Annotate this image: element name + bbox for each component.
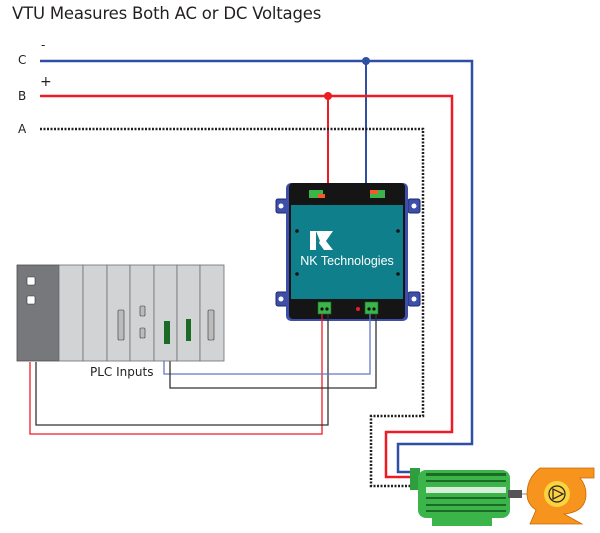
polarity-plus: + bbox=[40, 74, 52, 90]
polarity-minus: - bbox=[41, 38, 46, 52]
motor-icon bbox=[410, 468, 545, 526]
line-label-a: A bbox=[18, 122, 27, 136]
plc-inputs-label: PLC Inputs bbox=[90, 365, 154, 379]
device-brand-text: NK Technologies bbox=[300, 254, 394, 268]
nk-logo-icon bbox=[310, 231, 333, 250]
status-led bbox=[356, 307, 360, 311]
bus-line-a bbox=[40, 127, 425, 488]
plc-rack bbox=[16, 264, 225, 362]
diagram-title: VTU Measures Both AC or DC Voltages bbox=[12, 4, 322, 23]
vtu-device bbox=[275, 183, 421, 321]
line-label-c: C bbox=[18, 53, 27, 67]
pump-icon bbox=[526, 467, 595, 525]
line-label-b: B bbox=[18, 89, 27, 103]
